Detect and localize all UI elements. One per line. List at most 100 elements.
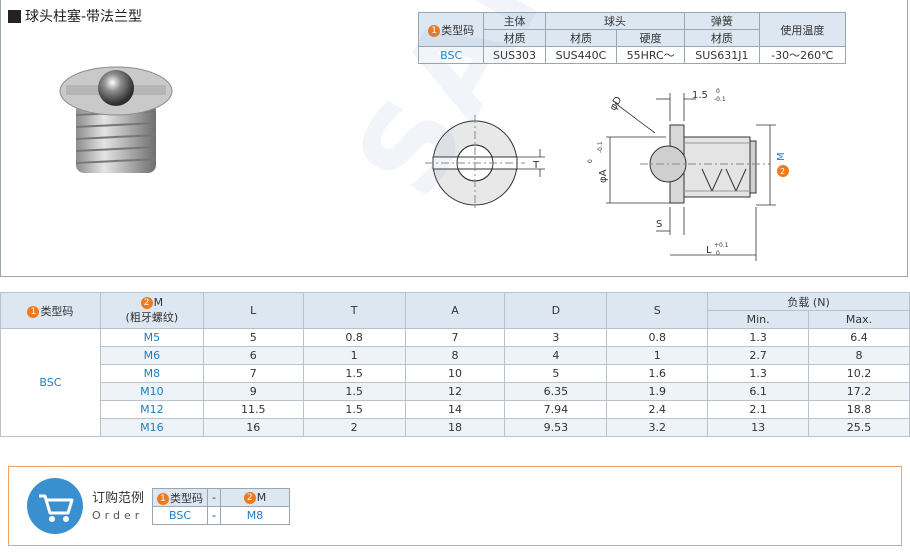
order-subtitle: Order	[92, 509, 144, 522]
spec-header-temp: 使用温度	[758, 12, 847, 47]
product-photo	[59, 66, 173, 173]
cell-T: 2	[302, 418, 406, 437]
thread-body	[75, 103, 157, 173]
cell-max: 25.5	[808, 418, 910, 437]
cell-L: 11.5	[202, 400, 304, 419]
cell-D: 5	[504, 364, 608, 383]
title-square-icon	[8, 9, 21, 23]
dim-L-tol-bottom: 0	[716, 250, 720, 257]
cell-T: 1	[302, 346, 406, 365]
cell-min: 6.1	[707, 382, 810, 401]
cell-max: 8	[808, 346, 910, 365]
cell-D: 6.35	[504, 382, 608, 401]
cell-min: 2.1	[707, 400, 810, 419]
cell-A: 14	[404, 400, 506, 419]
cell-S: 0.8	[606, 328, 709, 347]
main-header-L: L	[202, 292, 304, 329]
order-value-type: BSC	[152, 506, 208, 525]
cell-L: 9	[202, 382, 304, 401]
spec-sub-material: 材质	[684, 29, 760, 47]
cell-S: 2.4	[606, 400, 709, 419]
spec-header-body: 主体	[483, 12, 546, 30]
cell-D: 9.53	[504, 418, 608, 437]
spec-sub-material: 材质	[483, 29, 546, 47]
main-header-m-sub: (粗牙螺纹)	[125, 311, 179, 324]
order-header-dash: -	[207, 488, 221, 507]
dim-M-label: M	[776, 152, 787, 161]
cell-S: 1.9	[606, 382, 709, 401]
cell-A: 8	[404, 346, 506, 365]
page-title: 球头柱塞-带法兰型	[8, 6, 142, 26]
dim-S-label: S	[656, 219, 662, 230]
cell-min: 2.7	[707, 346, 810, 365]
cell-min: 13	[707, 418, 810, 437]
spec-header-spring: 弹簧	[684, 12, 760, 30]
cell-m: M16	[99, 418, 204, 437]
cell-T: 1.5	[302, 364, 406, 383]
cell-min: 1.3	[707, 364, 810, 383]
cell-A: 12	[404, 382, 506, 401]
cell-max: 17.2	[808, 382, 910, 401]
cell-L: 7	[202, 364, 304, 383]
spec-temp: -30～260℃	[758, 46, 847, 64]
main-header-min: Min.	[707, 310, 810, 329]
spec-type-value: BSC	[417, 46, 485, 64]
cell-D: 7.94	[504, 400, 608, 419]
dim-A-tol-top: 0	[587, 159, 594, 163]
number-2-badge: 2	[140, 297, 153, 309]
cell-m: M5	[99, 328, 204, 347]
main-header-A: A	[404, 292, 506, 329]
number-2-badge	[777, 165, 789, 177]
cell-m: M6	[99, 346, 204, 365]
dim-A-tol-bottom: -0.1	[597, 141, 604, 153]
cell-D: 3	[504, 328, 608, 347]
spec-spring-material: SUS631J1	[684, 46, 760, 64]
type-cell: BSC	[0, 328, 101, 437]
main-header-D: D	[504, 292, 608, 329]
cell-T: 1.5	[302, 400, 406, 419]
cell-L: 6	[202, 346, 304, 365]
cell-max: 6.4	[808, 328, 910, 347]
dim-flange-label: 1.5	[692, 90, 708, 101]
dim-flange-tol-top: 0	[716, 88, 720, 95]
cell-L: 5	[202, 328, 304, 347]
order-value-m: M8	[219, 506, 290, 525]
technical-drawing: T 1.5 0 -0.1 φD φA 0 -0.1 S L +0.1	[425, 88, 789, 261]
cell-A: 18	[404, 418, 506, 437]
order-title: 订购范例	[92, 491, 145, 506]
cell-L: 16	[202, 418, 304, 437]
dim-flange-tol-bottom: -0.1	[714, 96, 726, 103]
product-frame	[0, 0, 908, 277]
number-2-text: 2	[780, 167, 785, 176]
cell-D: 4	[504, 346, 608, 365]
cell-max: 18.8	[808, 400, 910, 419]
cell-T: 1.5	[302, 382, 406, 401]
cell-min: 1.3	[707, 328, 810, 347]
main-header-S: S	[606, 292, 709, 329]
side-view	[640, 124, 770, 204]
order-value-dash: -	[207, 506, 221, 525]
page-title-text: 球头柱塞-带法兰型	[25, 9, 143, 25]
cell-A: 7	[404, 328, 506, 347]
cell-m: M10	[99, 382, 204, 401]
cart-icon	[27, 478, 83, 534]
ball	[98, 70, 134, 106]
cell-m: M8	[99, 364, 204, 383]
cell-m: M12	[99, 400, 204, 419]
number-1-badge: 1	[27, 305, 40, 318]
spec-body-material: SUS303	[483, 46, 546, 64]
